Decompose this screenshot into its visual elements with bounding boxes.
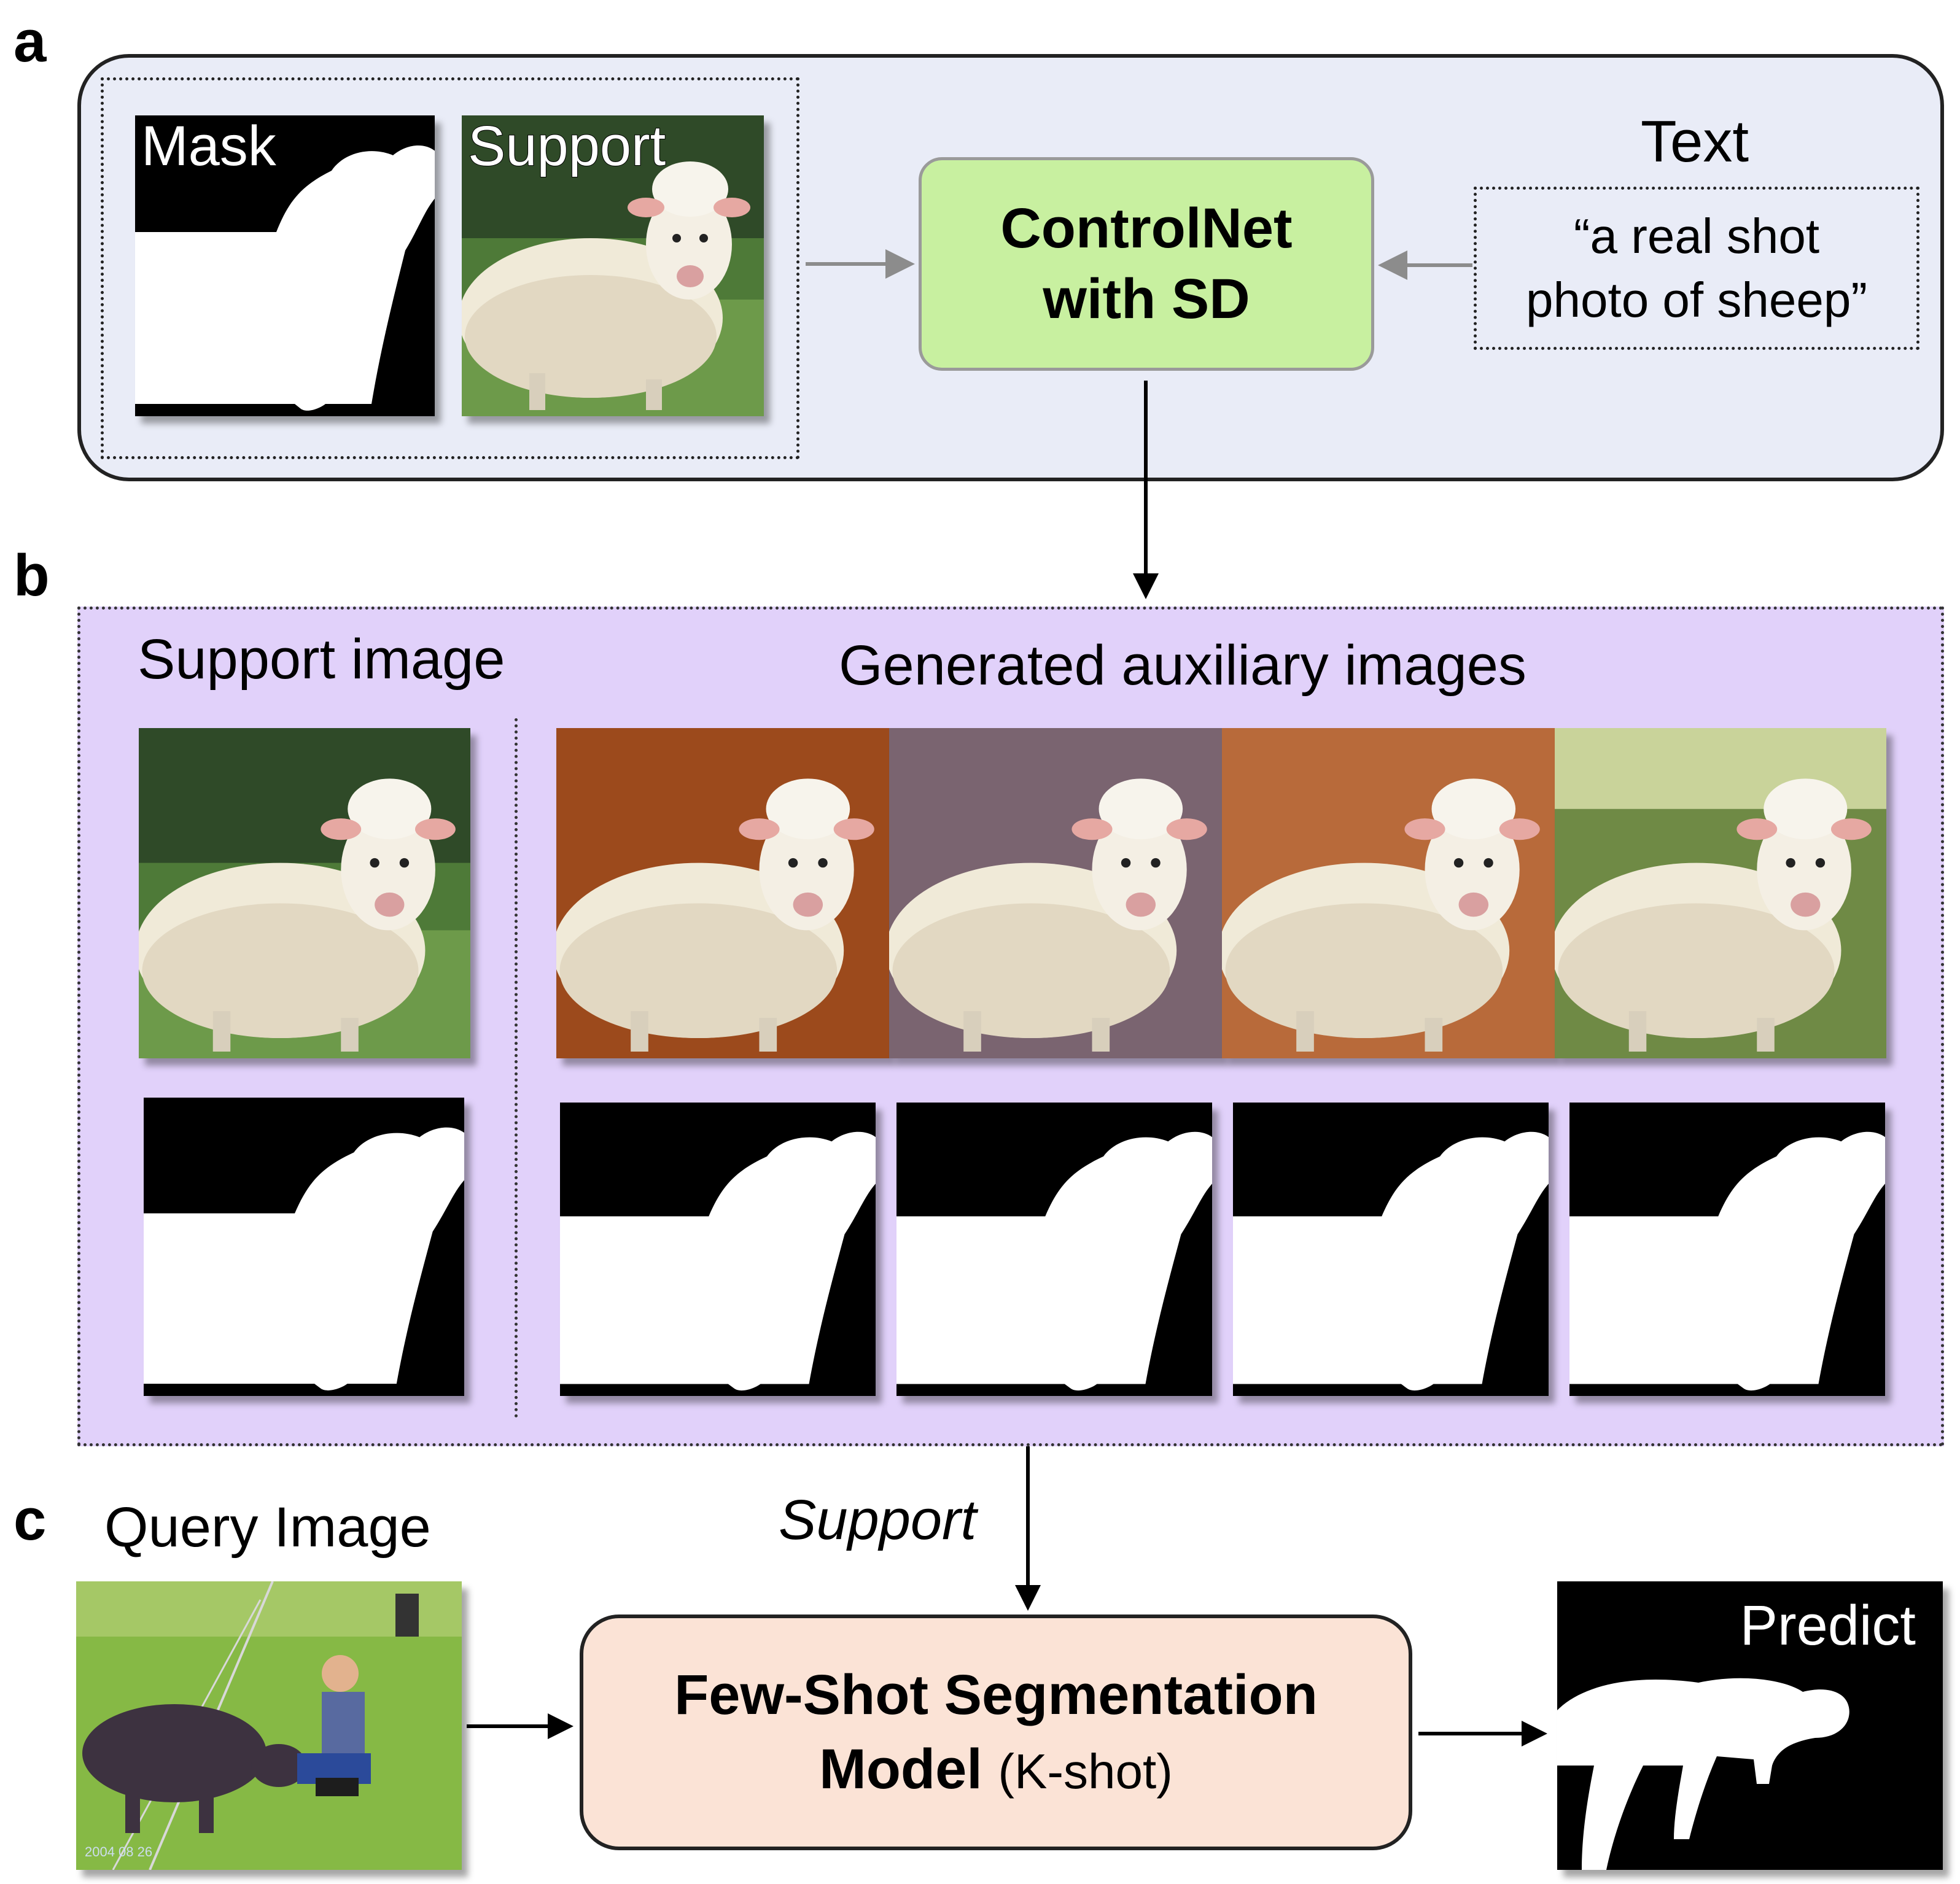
support-label: Support xyxy=(467,115,666,178)
prompt-line2: photo of sheep” xyxy=(1526,273,1867,327)
model-line1: Few-Shot Segmentation xyxy=(674,1663,1318,1726)
panel-letter-c: c xyxy=(14,1487,47,1553)
query-image-label: Query Image xyxy=(104,1496,431,1559)
text-prompt-box: “a real shot photo of sheep” xyxy=(1474,187,1919,350)
generated-mask-1 xyxy=(560,1103,876,1396)
controlnet-line2: with SD xyxy=(1043,268,1250,330)
text-input-label: Text xyxy=(1640,109,1749,174)
model-line2-kshot: (K-shot) xyxy=(998,1744,1173,1799)
predict-label: Predict xyxy=(1740,1594,1916,1657)
query-timestamp: 2004 08 26 xyxy=(85,1844,153,1859)
support-image: Support xyxy=(462,115,764,416)
controlnet-line1: ControlNet xyxy=(1000,197,1293,260)
generated-image-2 xyxy=(889,728,1222,1058)
mask-support-pair-box xyxy=(101,77,799,459)
few-shot-segmentation-model-box: Few-Shot Segmentation Model (K-shot) xyxy=(580,1615,1412,1850)
support-image-copy xyxy=(139,728,470,1058)
generated-mask-2 xyxy=(896,1103,1212,1396)
panel-letter-b: b xyxy=(14,543,50,608)
generated-image-3 xyxy=(1222,728,1555,1058)
generated-image-4 xyxy=(1555,728,1886,1058)
support-mask-copy xyxy=(144,1098,464,1396)
prompt-line1: “a real shot xyxy=(1573,209,1820,263)
model-line2-bold: Model xyxy=(819,1738,982,1801)
mask-image: Mask xyxy=(135,115,435,416)
support-arrow-label: Support xyxy=(779,1489,977,1551)
support-image-heading: Support image xyxy=(138,628,505,691)
panel-letter-a: a xyxy=(14,9,47,74)
generated-mask-4 xyxy=(1569,1103,1885,1396)
panel-b-divider xyxy=(515,718,518,1418)
query-image: 2004 08 26 xyxy=(76,1581,462,1870)
generated-images-heading: Generated auxiliary images xyxy=(839,634,1526,697)
generated-mask-3 xyxy=(1233,1103,1549,1396)
controlnet-sd-box: ControlNet with SD xyxy=(919,157,1374,371)
mask-label: Mask xyxy=(141,115,277,178)
generated-image-1 xyxy=(556,728,889,1058)
predict-mask-image: Predict xyxy=(1557,1581,1943,1870)
